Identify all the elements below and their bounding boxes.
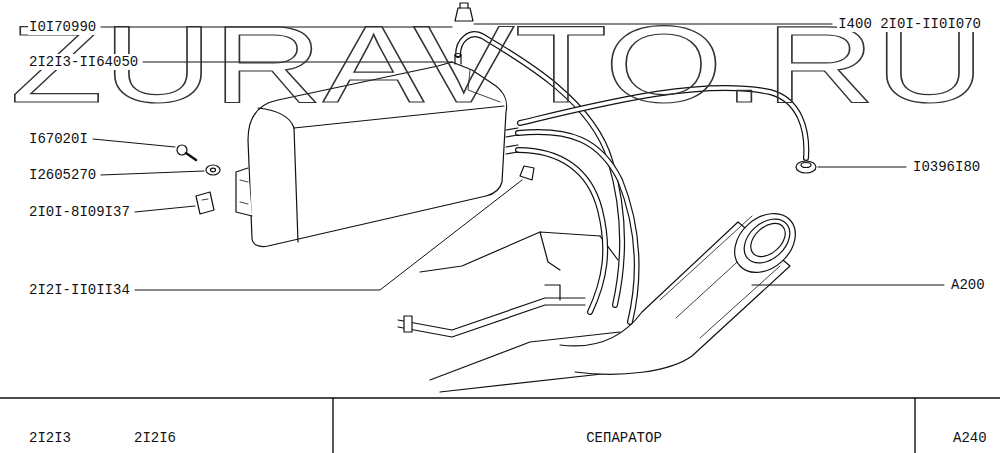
part-number: I67020I xyxy=(28,131,89,147)
fuel-pipes xyxy=(398,285,585,337)
title-block-title: СЕПАРАТОР xyxy=(333,430,915,446)
table-cell: 2I2I3 xyxy=(28,430,72,446)
part-number: I2605270 xyxy=(28,167,97,183)
part-number: 2I2I3-II64050 xyxy=(28,54,139,70)
part-number: I0I70990 xyxy=(28,19,97,35)
table-cell: A240 xyxy=(952,430,988,446)
part-number: I400 2I0I-II0I070 xyxy=(837,16,982,32)
callout-number: A200 xyxy=(950,277,986,293)
part-number: 2I0I-8I09I37 xyxy=(28,204,131,220)
title-block-frame xyxy=(0,398,1000,453)
part-number: 2I2I-II0II34 xyxy=(28,282,131,298)
table-cell: 2I2I6 xyxy=(133,430,177,446)
part-number: I0396I80 xyxy=(912,159,981,175)
